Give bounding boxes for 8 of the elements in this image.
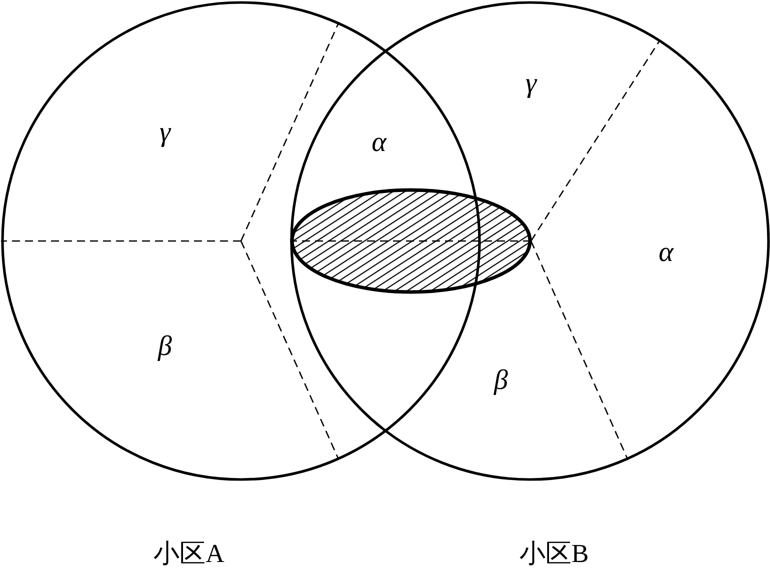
sector-label: β: [494, 367, 508, 395]
sector-label: α: [658, 239, 674, 267]
cell-caption: 小区B: [519, 541, 589, 567]
sector-label: α: [372, 129, 386, 157]
sector-label: β: [158, 333, 172, 361]
sector-label: γ: [525, 70, 537, 98]
sector-label: γ: [159, 119, 171, 147]
cell-caption: 小区A: [154, 541, 224, 567]
